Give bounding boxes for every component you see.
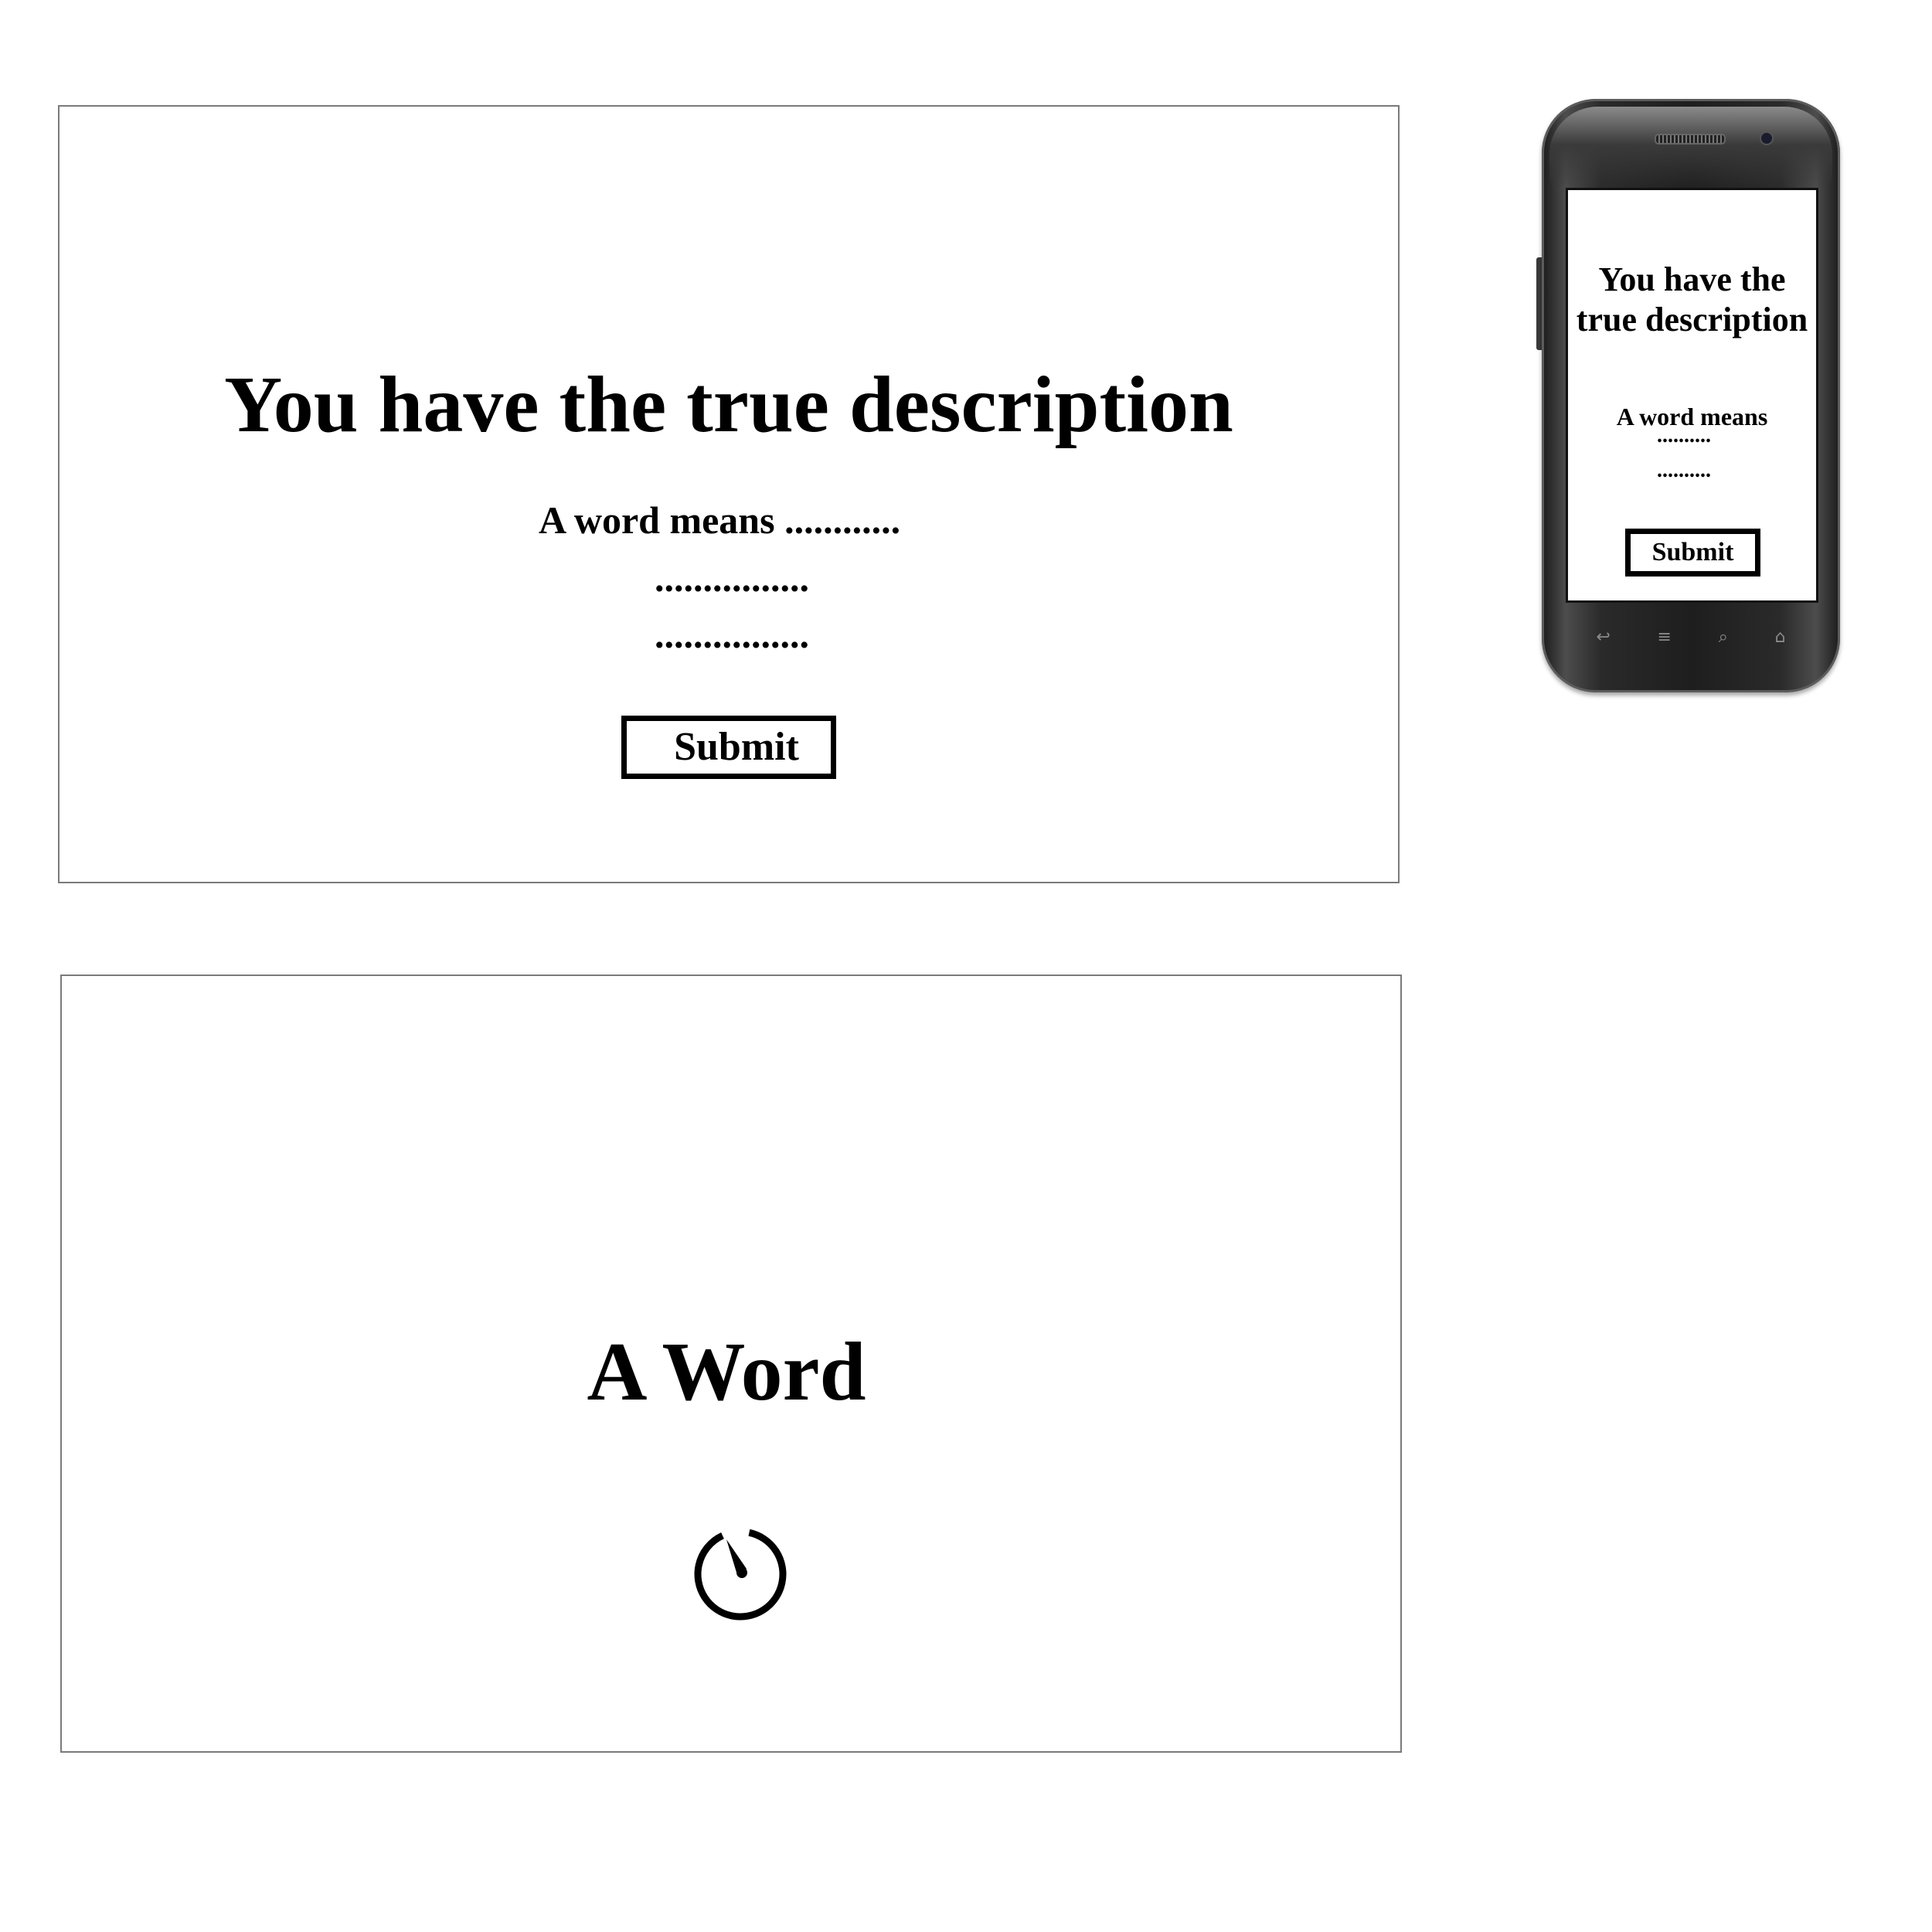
word-prompt: A word means ............ [539, 498, 901, 542]
phone-gloss [1549, 107, 1832, 192]
mobile-answer-blank-2[interactable]: .......... [1657, 458, 1711, 482]
phone-mockup: You have the true description A word mea… [1536, 99, 1840, 692]
mobile-page-title: You have the true description [1568, 260, 1816, 340]
desktop-form-screen: You have the true description A word mea… [58, 105, 1400, 883]
answer-blank-1[interactable]: ................ [655, 556, 809, 600]
back-icon[interactable]: ↩ [1596, 627, 1611, 647]
menu-icon[interactable]: ≡ [1657, 627, 1672, 647]
mobile-title-line-2: true description [1576, 301, 1808, 338]
mobile-answer-blank-1[interactable]: .......... [1657, 423, 1711, 447]
mobile-word-prompt: A word means [1616, 403, 1768, 430]
word-title: A Word [587, 1326, 866, 1418]
timer-icon [694, 1528, 787, 1621]
mobile-submit-button[interactable]: Submit [1625, 529, 1760, 577]
home-icon[interactable]: ⌂ [1774, 627, 1786, 647]
submit-button[interactable]: Submit [621, 716, 836, 779]
front-camera-icon [1760, 131, 1774, 145]
desktop-word-screen: A Word [60, 975, 1402, 1753]
page-title: You have the true description [224, 360, 1233, 449]
answer-blank-2[interactable]: ................ [655, 613, 809, 656]
mobile-title-line-1: You have the [1598, 260, 1786, 298]
speaker-grille [1655, 134, 1726, 145]
search-icon[interactable]: ⌕ [1718, 627, 1728, 647]
mobile-form-screen: You have the true description A word mea… [1566, 188, 1818, 603]
phone-nav-bar: ↩ ≡ ⌕ ⌂ [1573, 624, 1809, 649]
phone-side-button [1536, 257, 1542, 350]
